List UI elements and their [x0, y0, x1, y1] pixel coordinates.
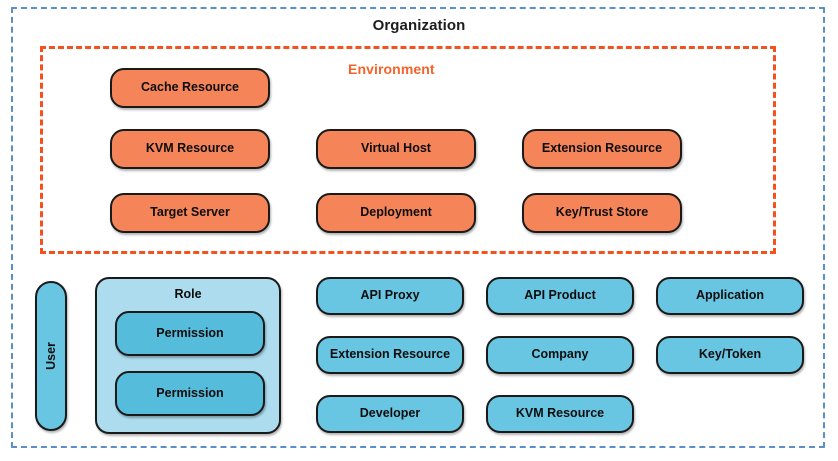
- entity-node[interactable]: KVM Resource: [486, 395, 634, 433]
- permission-node[interactable]: Permission: [115, 311, 265, 356]
- environment-node-label: Cache Resource: [141, 80, 239, 95]
- entity-node-label: Developer: [359, 406, 421, 421]
- permission-node[interactable]: Permission: [115, 371, 265, 416]
- environment-node[interactable]: Target Server: [110, 193, 270, 233]
- environment-node[interactable]: Extension Resource: [522, 129, 682, 169]
- page-title: Organization: [372, 17, 466, 34]
- entity-node[interactable]: Company: [486, 336, 634, 374]
- entity-node[interactable]: Extension Resource: [316, 336, 464, 374]
- environment-node[interactable]: KVM Resource: [110, 129, 270, 169]
- entity-node-label: API Proxy: [360, 288, 420, 303]
- entity-node-label: Key/Token: [698, 347, 762, 362]
- user-node-label: User: [43, 342, 58, 370]
- environment-node-label: Virtual Host: [361, 141, 431, 156]
- user-node[interactable]: User: [35, 281, 67, 431]
- organization-boundary: [11, 7, 825, 448]
- environment-boundary: [40, 46, 776, 254]
- environment-node-label: Key/Trust Store: [555, 205, 649, 220]
- permission-node-label: Permission: [156, 325, 224, 340]
- entity-node[interactable]: API Proxy: [316, 277, 464, 315]
- entity-node-label: API Product: [524, 288, 596, 303]
- entity-node[interactable]: API Product: [486, 277, 634, 315]
- environment-node-label: Extension Resource: [541, 141, 663, 156]
- environment-node[interactable]: Virtual Host: [316, 129, 476, 169]
- environment-node[interactable]: Cache Resource: [110, 68, 270, 108]
- environment-node-label: Target Server: [150, 205, 230, 220]
- entity-node[interactable]: Application: [656, 277, 804, 315]
- permission-node-label: Permission: [156, 385, 224, 400]
- environment-node-label: KVM Resource: [145, 141, 235, 156]
- environment-node[interactable]: Deployment: [316, 193, 476, 233]
- role-label: Role: [174, 287, 202, 301]
- environment-node-label: Deployment: [360, 205, 432, 220]
- entity-node-label: Extension Resource: [329, 347, 451, 362]
- entity-node[interactable]: Developer: [316, 395, 464, 433]
- environment-node[interactable]: Key/Trust Store: [522, 193, 682, 233]
- environment-label: Environment: [348, 61, 435, 77]
- entity-node-label: Company: [531, 347, 589, 362]
- entity-node-label: KVM Resource: [515, 406, 605, 421]
- entity-node[interactable]: Key/Token: [656, 336, 804, 374]
- entity-node-label: Application: [695, 288, 765, 303]
